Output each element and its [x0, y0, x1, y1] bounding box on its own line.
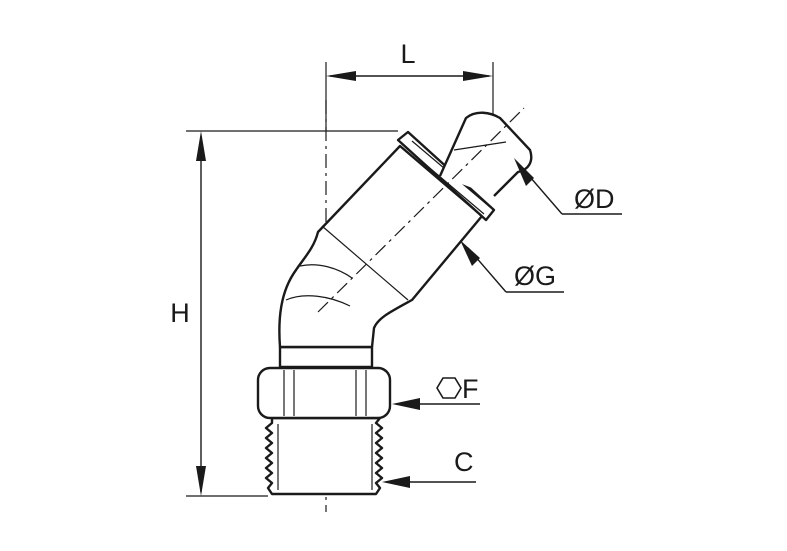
label-OD: ØD [574, 184, 615, 214]
elbow-body [278, 144, 484, 349]
arrowhead-F [392, 398, 420, 410]
hex-nut [256, 366, 392, 420]
hexagon-icon [436, 377, 462, 399]
label-H: H [170, 298, 190, 328]
arrowhead-C [382, 476, 410, 488]
arrowhead-OG [460, 240, 480, 266]
label-OG: ØG [514, 261, 556, 291]
arrowhead-left [326, 71, 356, 81]
arrowhead-OD [514, 158, 534, 186]
leader-C: C [382, 447, 476, 488]
centerline-angled [317, 107, 525, 313]
tube-section-line [453, 141, 507, 151]
leader-OD: ØD [514, 158, 622, 215]
body-seam [321, 225, 409, 301]
elbow-outline [278, 144, 484, 349]
label-F: F [462, 374, 479, 404]
label-L: L [400, 39, 415, 69]
label-C: C [454, 447, 474, 477]
threaded-body [264, 416, 384, 496]
collar-ring [278, 345, 374, 369]
hex-outline [256, 366, 392, 420]
arrowhead-bottom [196, 466, 206, 496]
leader-OG: ØG [460, 240, 564, 293]
dimension-H: H [170, 130, 398, 497]
inner-curve-2 [285, 295, 351, 307]
arrowhead-right [463, 71, 493, 81]
arrowhead-top [196, 131, 206, 161]
inner-curve-1 [299, 264, 353, 279]
dimension-L: L [325, 39, 494, 140]
collet-ring-line-1 [405, 147, 485, 215]
leader-F: F [392, 374, 480, 410]
thread-profile [264, 416, 384, 496]
